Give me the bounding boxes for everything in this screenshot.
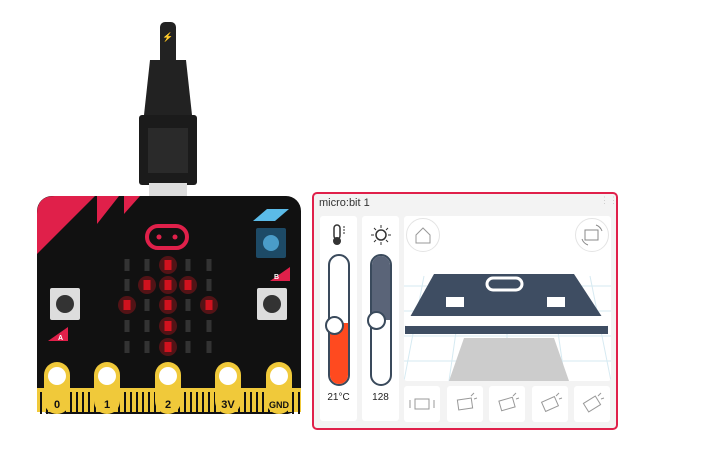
3d-view[interactable] xyxy=(404,216,611,381)
svg-text:⚡: ⚡ xyxy=(162,31,173,43)
panel-title: micro:bit 1 xyxy=(319,197,370,209)
light-control: 128 xyxy=(362,216,399,421)
pin-gnd[interactable]: GND xyxy=(266,362,292,414)
temperature-control: 21°C xyxy=(320,216,357,421)
button-ab[interactable] xyxy=(253,209,289,258)
led-on xyxy=(164,300,172,310)
led-matrix xyxy=(118,256,218,356)
gesture-button[interactable] xyxy=(574,386,610,422)
led-off xyxy=(124,279,130,291)
led-on xyxy=(205,300,213,310)
drag-handle[interactable]: ⋮⋮ xyxy=(600,195,618,205)
led-off xyxy=(144,320,150,332)
led-off xyxy=(206,341,212,353)
pin-label: GND xyxy=(269,400,290,410)
rotate-button[interactable] xyxy=(575,218,609,252)
pin-label: 0 xyxy=(54,399,60,411)
edge-connector: 0 1 2 3V GND xyxy=(37,362,301,414)
tilt-icon xyxy=(498,392,520,412)
pin-label: 1 xyxy=(104,399,110,411)
light-knob[interactable] xyxy=(367,311,386,330)
tilt-most-icon xyxy=(582,392,605,413)
led-off xyxy=(124,259,130,271)
led-off xyxy=(144,341,150,353)
temperature-knob[interactable] xyxy=(325,316,344,335)
button-b-label: B xyxy=(274,274,279,281)
pin-0[interactable]: 0 xyxy=(44,362,70,414)
led-on xyxy=(184,280,192,290)
home-button[interactable] xyxy=(406,218,440,252)
led-on xyxy=(123,300,131,310)
gesture-button[interactable] xyxy=(531,386,568,422)
led-off xyxy=(185,320,191,332)
led-off xyxy=(124,341,130,353)
gesture-button[interactable] xyxy=(489,386,525,422)
pin-1[interactable]: 1 xyxy=(94,362,120,414)
usb-cable: ⚡ xyxy=(139,22,197,197)
led-on xyxy=(164,342,172,352)
led-off xyxy=(185,341,191,353)
shake-icon xyxy=(409,398,435,410)
led-on xyxy=(164,260,172,270)
home-icon xyxy=(415,227,431,244)
pin-2[interactable]: 2 xyxy=(155,362,181,414)
button-b[interactable] xyxy=(257,288,287,320)
led-on xyxy=(164,280,172,290)
led-on xyxy=(143,280,151,290)
button-a[interactable] xyxy=(50,288,80,320)
simulator-panel: micro:bit 1 ⋮⋮ 21°C 128 xyxy=(312,192,618,430)
led-off xyxy=(185,259,191,271)
gesture-button[interactable] xyxy=(446,386,483,422)
gesture-button[interactable] xyxy=(404,386,440,422)
temperature-value: 21°C xyxy=(327,392,350,403)
thermometer-icon xyxy=(333,224,345,245)
light-value: 128 xyxy=(372,392,389,403)
logo xyxy=(145,224,189,250)
board-3d-model xyxy=(404,274,611,381)
led-off xyxy=(206,259,212,271)
pin-label: 2 xyxy=(165,399,171,411)
pin-label: 3V xyxy=(221,399,235,411)
pin-3v[interactable]: 3V xyxy=(215,362,241,414)
led-off xyxy=(206,279,212,291)
led-off xyxy=(185,299,191,311)
button-a-label: A xyxy=(58,335,63,342)
led-off xyxy=(124,320,130,332)
led-off xyxy=(144,299,150,311)
led-off xyxy=(144,259,150,271)
led-on xyxy=(164,321,172,331)
sun-icon xyxy=(371,225,391,245)
led-off xyxy=(206,320,212,332)
tilt-more-icon xyxy=(540,392,562,413)
rotate-icon xyxy=(581,224,603,246)
free-fall-icon xyxy=(456,392,477,411)
